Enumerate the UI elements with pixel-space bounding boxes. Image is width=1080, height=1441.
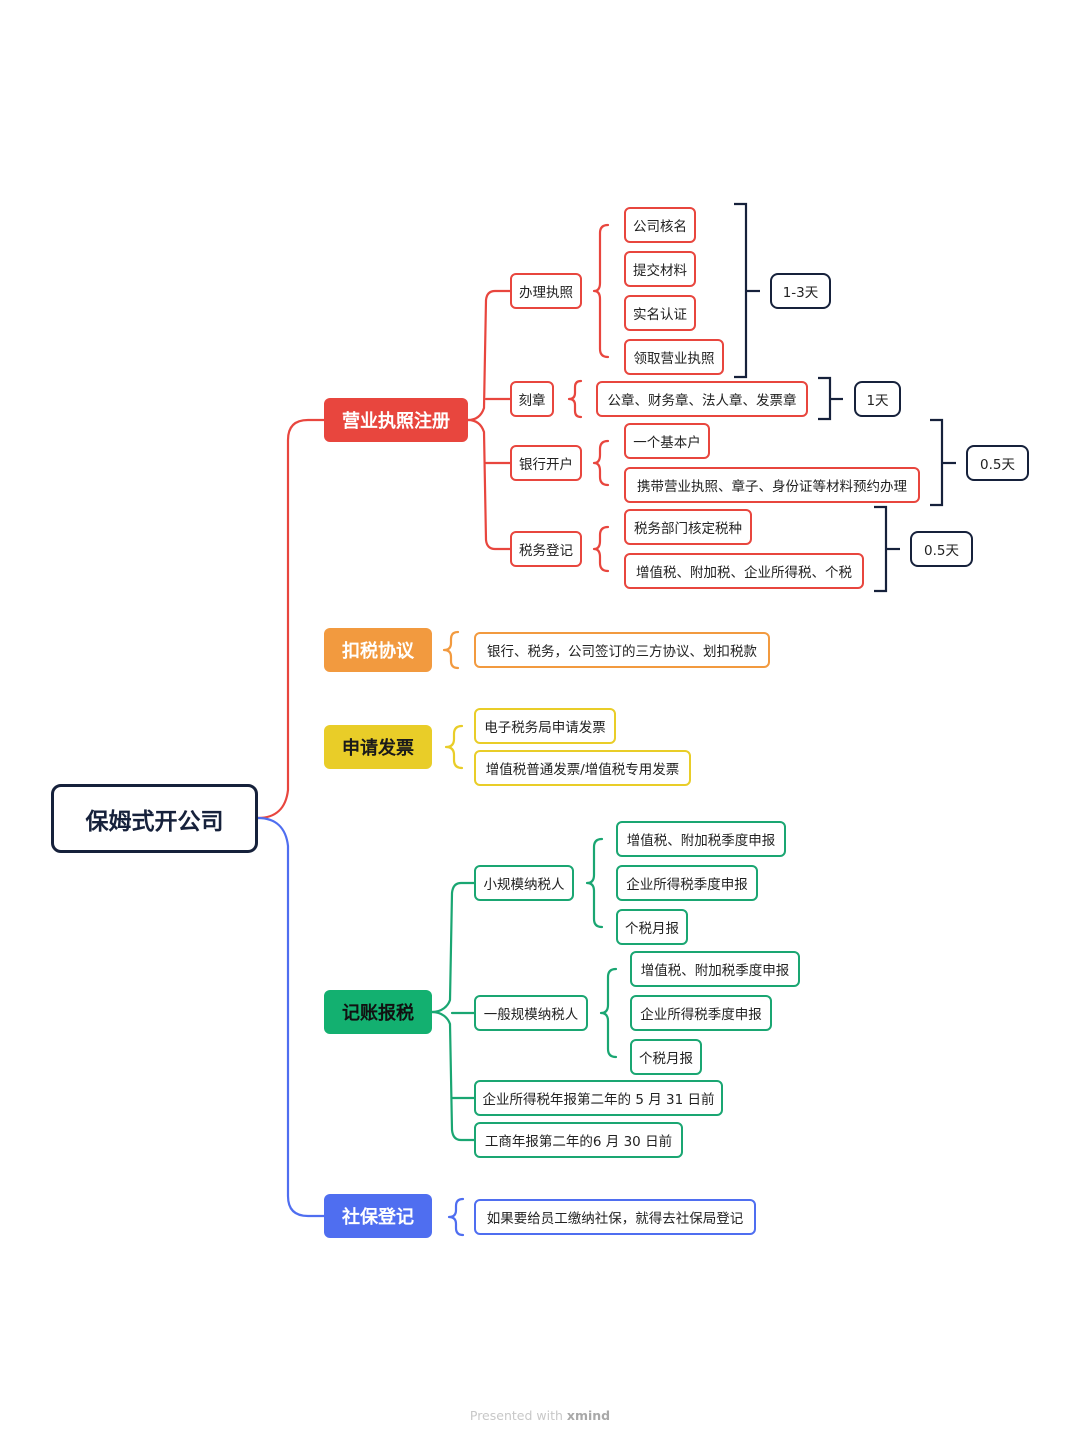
branch-social-security[interactable]: 社保登记 xyxy=(324,1194,432,1238)
item-receive-license[interactable]: 领取营业执照 xyxy=(624,339,724,375)
item-company-name-check[interactable]: 公司核名 xyxy=(624,207,696,243)
branch-license-registration[interactable]: 营业执照注册 xyxy=(324,398,468,442)
duration-1-day[interactable]: 1天 xyxy=(854,381,901,417)
branch-bookkeeping-tax[interactable]: 记账报税 xyxy=(324,990,432,1034)
subtopic-small-taxpayer[interactable]: 小规模纳税人 xyxy=(474,865,574,901)
subtopic-handle-license[interactable]: 办理执照 xyxy=(510,273,582,309)
duration-0-5-day-bank[interactable]: 0.5天 xyxy=(966,445,1029,481)
item-general-iit-monthly[interactable]: 个税月报 xyxy=(630,1039,702,1075)
item-general-cit-quarterly[interactable]: 企业所得税季度申报 xyxy=(630,995,772,1031)
item-vat-invoice-types[interactable]: 增值税普通发票/增值税专用发票 xyxy=(474,750,691,786)
item-small-iit-monthly[interactable]: 个税月报 xyxy=(616,909,688,945)
xmind-logo: xmind xyxy=(566,1408,611,1423)
item-business-annual-report[interactable]: 工商年报第二年的6 月 30 日前 xyxy=(474,1122,683,1158)
duration-0-5-day-tax[interactable]: 0.5天 xyxy=(910,531,973,567)
item-tax-type-verify[interactable]: 税务部门核定税种 xyxy=(624,509,752,545)
item-small-vat-quarterly[interactable]: 增值税、附加税季度申报 xyxy=(616,821,786,857)
item-cit-annual-report[interactable]: 企业所得税年报第二年的 5 月 31 日前 xyxy=(474,1080,723,1116)
item-e-tax-invoice[interactable]: 电子税务局申请发票 xyxy=(474,708,616,744)
item-real-name-auth[interactable]: 实名认证 xyxy=(624,295,696,331)
item-general-vat-quarterly[interactable]: 增值税、附加税季度申报 xyxy=(630,951,800,987)
subtopic-seal[interactable]: 刻章 xyxy=(510,381,554,417)
root-topic[interactable]: 保姆式开公司 xyxy=(51,784,258,853)
duration-1-3-days[interactable]: 1-3天 xyxy=(770,273,831,309)
subtopic-general-taxpayer[interactable]: 一般规模纳税人 xyxy=(474,995,588,1031)
branch-apply-invoice[interactable]: 申请发票 xyxy=(324,725,432,769)
footer-prefix: Presented with xyxy=(469,1408,563,1423)
subtopic-tax-registration[interactable]: 税务登记 xyxy=(510,531,582,567)
item-tax-list[interactable]: 增值税、附加税、企业所得税、个税 xyxy=(624,553,864,589)
item-bring-materials[interactable]: 携带营业执照、章子、身份证等材料预约办理 xyxy=(624,467,920,503)
item-social-security-registration[interactable]: 如果要给员工缴纳社保，就得去社保局登记 xyxy=(474,1199,756,1235)
branch-withholding-agreement[interactable]: 扣税协议 xyxy=(324,628,432,672)
item-submit-materials[interactable]: 提交材料 xyxy=(624,251,696,287)
item-three-party-agreement[interactable]: 银行、税务，公司签订的三方协议、划扣税款 xyxy=(474,632,770,668)
item-seal-types[interactable]: 公章、财务章、法人章、发票章 xyxy=(596,381,808,417)
subtopic-bank-account[interactable]: 银行开户 xyxy=(510,445,582,481)
item-small-cit-quarterly[interactable]: 企业所得税季度申报 xyxy=(616,865,758,901)
footer-watermark: Presented with xmind xyxy=(0,1408,1080,1423)
item-basic-account[interactable]: 一个基本户 xyxy=(624,423,710,459)
